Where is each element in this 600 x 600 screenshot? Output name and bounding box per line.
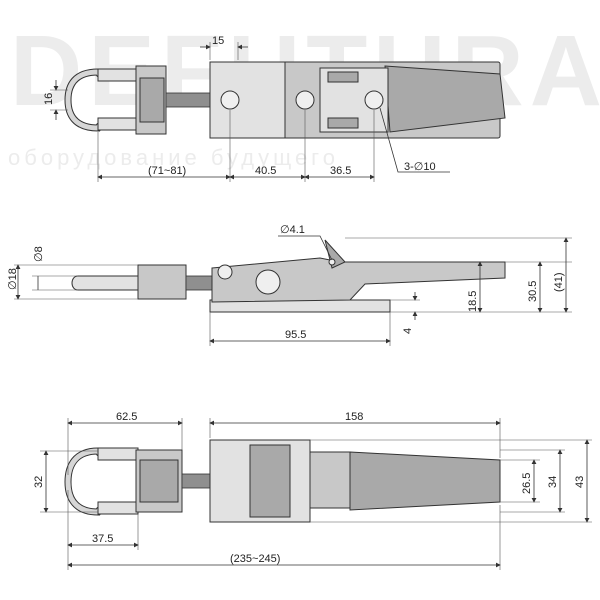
mount-hole-1 [220,90,240,110]
top-view: 15 16 (71~81) 40.5 36.5 3-∅10 [43,35,506,182]
dim-235-245: (235~245) [230,553,280,565]
dim-26-5: 26.5 [521,473,533,494]
side-view: ∅4.1 ∅8 ∅18 18.5 30.5 (41) 4 95.5 [7,224,572,346]
dim-158: 158 [345,411,363,423]
rod-tip [71,275,139,291]
dim-32: 32 [33,476,45,488]
dim-30-5: 30.5 [527,281,539,302]
dim-15: 15 [212,35,224,47]
b-lever [349,451,501,511]
side-thread [185,275,213,291]
b-u-hook-fill [65,448,103,515]
side-small-hole [328,258,336,266]
bottom-view: 62.5 158 32 26.5 34 43 37.5 (235~245) [33,411,592,570]
b-hook-upper-arm [97,447,139,461]
hook-lower-arm [97,117,139,131]
slot-lower [327,117,359,129]
dim-34: 34 [547,476,559,488]
side-large-hole [255,269,281,295]
side-hook-block [137,264,187,300]
hook-block-face [139,77,165,123]
b-spring-housing [249,444,291,518]
slot-upper [327,71,359,83]
dim-4-1: ∅4.1 [280,224,305,236]
dim-4: 4 [402,328,414,334]
u-hook-fill [65,69,103,131]
b-hook-block-face [139,459,179,503]
dim-71-81: (71~81) [148,165,186,177]
b-hook-lower-arm [97,501,139,515]
mount-hole-3 [364,90,384,110]
dim-62-5: 62.5 [116,411,137,423]
b-mid [309,451,351,509]
safety-catch [324,239,346,269]
dim-40-5: 40.5 [255,165,276,177]
threaded-rod [165,92,211,108]
dim-36-5: 36.5 [330,165,351,177]
watermark-tagline: оборудование будущего [8,145,339,170]
mount-hole-2 [295,90,315,110]
dim-43: 43 [574,476,586,488]
dim-16: 16 [43,93,55,105]
dim-18: ∅18 [7,268,19,290]
side-pivot [217,264,233,280]
dim-8: ∅8 [33,246,45,262]
dim-41: (41) [553,272,565,292]
dim-95-5: 95.5 [285,329,306,341]
dim-18-5: 18.5 [467,291,479,312]
dim-holes: 3-∅10 [404,161,436,173]
hook-upper-arm [97,68,139,82]
dim-37-5: 37.5 [92,533,113,545]
